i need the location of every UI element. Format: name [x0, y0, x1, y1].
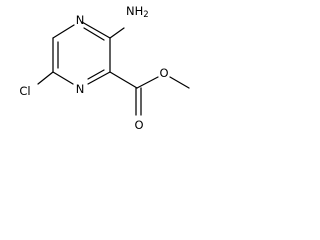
bond-n1-c2: [81, 21, 111, 39]
chlorine-label: Cl: [19, 84, 30, 98]
bond-c5-cl: [37, 71, 54, 85]
amino-label: NH: [126, 4, 143, 18]
amino-group-label: NH2: [126, 4, 149, 20]
ring-nitrogen-bottom-label: N: [76, 82, 85, 96]
carbonyl-oxygen-label: O: [134, 118, 143, 132]
ring-nitrogen-top-label: N: [76, 13, 85, 27]
bond-ester-o-methyl: [169, 76, 190, 89]
bond-n4-c5: [52, 71, 74, 85]
double-bond-inner-n1-c2: [83, 27, 105, 41]
bond-carbonyl-ester-o: [136, 76, 159, 89]
ester-oxygen-label: O: [159, 66, 168, 80]
bond-c2-nh2: [109, 27, 125, 39]
amino-subscript: 2: [143, 10, 148, 20]
bond-c3-n4: [87, 71, 111, 85]
bond-c6-n1: [52, 24, 75, 39]
chemical-structure-diagram: NH2 N N Cl O O: [19, 4, 190, 132]
bond-c3-carbonyl: [109, 71, 138, 89]
double-bond-inner-c3-n4: [87, 69, 105, 80]
